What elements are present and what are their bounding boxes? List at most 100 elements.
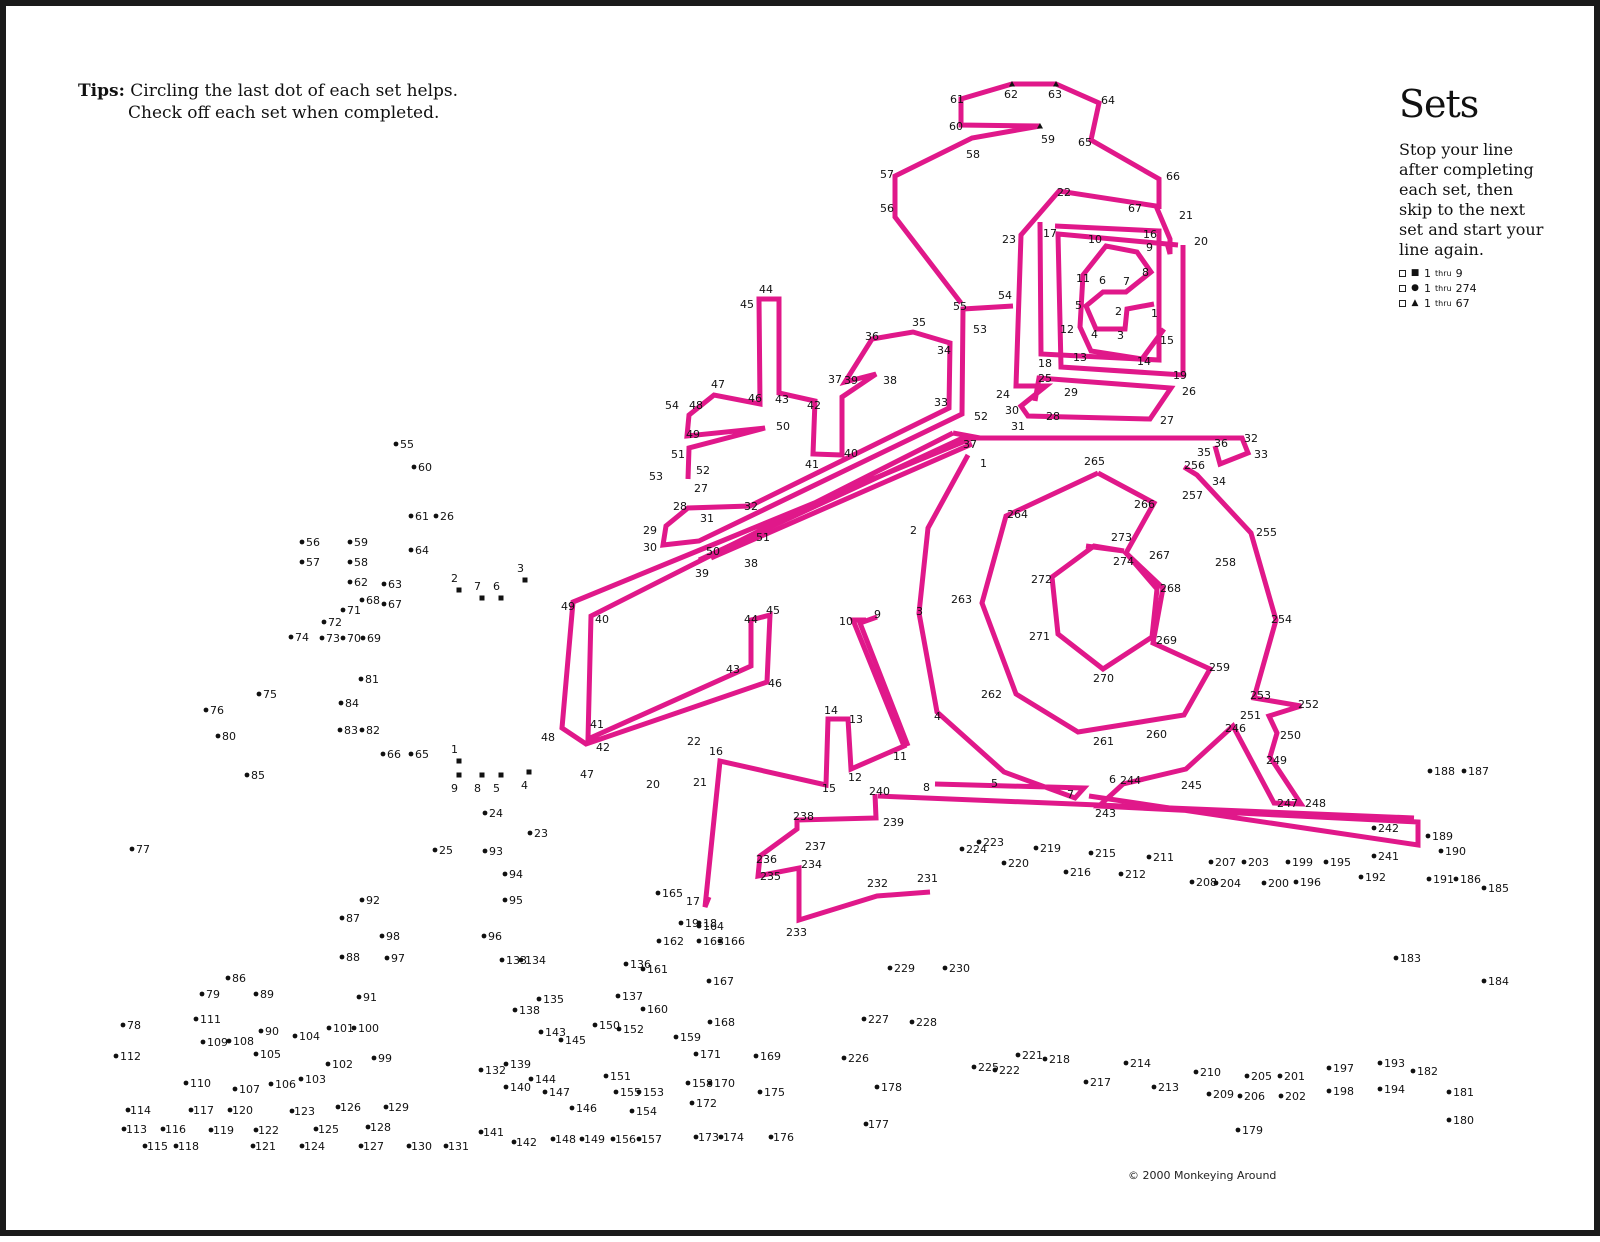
circle-dot[interactable] (636, 1136, 642, 1142)
circle-dot[interactable] (208, 1127, 214, 1133)
circle-dot[interactable] (340, 607, 346, 613)
circle-dot[interactable] (160, 1126, 166, 1132)
circle-dot[interactable] (1261, 880, 1267, 886)
circle-dot[interactable] (616, 1026, 622, 1032)
circle-dot[interactable] (244, 772, 250, 778)
circle-dot[interactable] (232, 1086, 238, 1092)
circle-dot[interactable] (408, 547, 414, 553)
circle-dot[interactable] (655, 890, 661, 896)
circle-dot[interactable] (288, 634, 294, 640)
circle-dot[interactable] (313, 1126, 319, 1132)
circle-dot[interactable] (121, 1126, 127, 1132)
circle-dot[interactable] (757, 1089, 763, 1095)
circle-dot[interactable] (1358, 874, 1364, 880)
circle-dot[interactable] (1241, 859, 1247, 865)
circle-dot[interactable] (1285, 859, 1291, 865)
circle-dot[interactable] (579, 1136, 585, 1142)
circle-dot[interactable] (482, 848, 488, 854)
circle-dot[interactable] (299, 539, 305, 545)
circle-dot[interactable] (610, 1136, 616, 1142)
circle-dot[interactable] (1237, 1093, 1243, 1099)
circle-dot[interactable] (707, 1080, 713, 1086)
circle-dot[interactable] (199, 991, 205, 997)
circle-dot[interactable] (656, 938, 662, 944)
circle-dot[interactable] (380, 751, 386, 757)
circle-dot[interactable] (527, 830, 533, 836)
circle-dot[interactable] (717, 938, 723, 944)
circle-dot[interactable] (1083, 1079, 1089, 1085)
circle-dot[interactable] (1118, 871, 1124, 877)
circle-dot[interactable] (1371, 825, 1377, 831)
circle-dot[interactable] (226, 1038, 232, 1044)
circle-dot[interactable] (512, 1007, 518, 1013)
circle-dot[interactable] (696, 920, 702, 926)
circle-dot[interactable] (125, 1107, 131, 1113)
circle-dot[interactable] (542, 1089, 548, 1095)
circle-dot[interactable] (863, 1121, 869, 1127)
circle-dot[interactable] (1326, 1065, 1332, 1071)
circle-dot[interactable] (1426, 876, 1432, 882)
circle-dot[interactable] (706, 978, 712, 984)
circle-dot[interactable] (120, 1022, 126, 1028)
circle-dot[interactable] (299, 559, 305, 565)
circle-dot[interactable] (432, 847, 438, 853)
circle-dot[interactable] (1206, 1091, 1212, 1097)
circle-dot[interactable] (685, 1080, 691, 1086)
circle-dot[interactable] (256, 691, 262, 697)
circle-dot[interactable] (1042, 1056, 1048, 1062)
circle-dot[interactable] (225, 975, 231, 981)
circle-dot[interactable] (1063, 869, 1069, 875)
circle-dot[interactable] (411, 464, 417, 470)
circle-dot[interactable] (393, 441, 399, 447)
triangle-dot[interactable] (1009, 81, 1015, 87)
circle-dot[interactable] (976, 839, 982, 845)
circle-dot[interactable] (971, 1064, 977, 1070)
circle-dot[interactable] (347, 539, 353, 545)
circle-dot[interactable] (511, 1139, 517, 1145)
circle-dot[interactable] (356, 994, 362, 1000)
circle-dot[interactable] (478, 1129, 484, 1135)
circle-dot[interactable] (615, 993, 621, 999)
circle-dot[interactable] (142, 1143, 148, 1149)
square-dot[interactable] (526, 769, 532, 775)
circle-dot[interactable] (360, 635, 366, 641)
circle-dot[interactable] (718, 1134, 724, 1140)
circle-dot[interactable] (1393, 955, 1399, 961)
circle-dot[interactable] (1193, 1069, 1199, 1075)
circle-dot[interactable] (253, 1127, 259, 1133)
circle-dot[interactable] (909, 1019, 915, 1025)
circle-dot[interactable] (1461, 768, 1467, 774)
circle-dot[interactable] (1189, 879, 1195, 885)
circle-dot[interactable] (1446, 1117, 1452, 1123)
circle-dot[interactable] (335, 1104, 341, 1110)
set-row-circles[interactable]: ● 1 thru 274 (1399, 281, 1599, 296)
circle-dot[interactable] (299, 1143, 305, 1149)
circle-dot[interactable] (443, 1143, 449, 1149)
circle-dot[interactable] (381, 581, 387, 587)
circle-dot[interactable] (258, 1028, 264, 1034)
circle-dot[interactable] (1151, 1084, 1157, 1090)
circle-dot[interactable] (696, 938, 702, 944)
circle-dot[interactable] (499, 957, 505, 963)
circle-dot[interactable] (1235, 1127, 1241, 1133)
circle-dot[interactable] (592, 1022, 598, 1028)
circle-dot[interactable] (406, 1143, 412, 1149)
circle-dot[interactable] (841, 1055, 847, 1061)
circle-dot[interactable] (359, 597, 365, 603)
circle-dot[interactable] (1481, 978, 1487, 984)
set-row-squares[interactable]: ■ 1 thru 9 (1399, 266, 1599, 281)
circle-dot[interactable] (183, 1080, 189, 1086)
circle-dot[interactable] (1033, 845, 1039, 851)
circle-dot[interactable] (992, 1067, 998, 1073)
circle-dot[interactable] (629, 1108, 635, 1114)
circle-dot[interactable] (693, 1134, 699, 1140)
circle-dot[interactable] (325, 1061, 331, 1067)
set-row-triangles[interactable]: ▲ 1 thru 67 (1399, 296, 1599, 311)
circle-dot[interactable] (358, 1143, 364, 1149)
circle-dot[interactable] (528, 1076, 534, 1082)
circle-dot[interactable] (1213, 880, 1219, 886)
circle-dot[interactable] (689, 1100, 695, 1106)
circle-dot[interactable] (1481, 885, 1487, 891)
square-dot[interactable] (456, 587, 462, 593)
circle-dot[interactable] (1427, 768, 1433, 774)
